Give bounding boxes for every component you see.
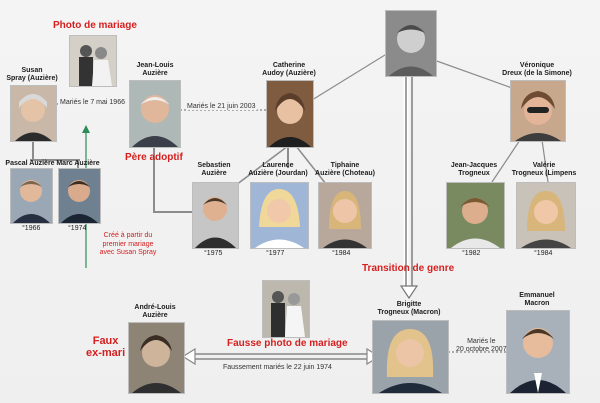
portrait-valerie [516, 182, 576, 249]
name-pascal: Pascal Auzière [5, 160, 55, 167]
year-sebastien: °1975 [204, 250, 223, 257]
annotation-transition: Transition de genre [362, 263, 455, 274]
wedding-photo [69, 35, 117, 87]
portrait-child-boy [385, 10, 437, 77]
annotation-photo-mariage: Photo de mariage [53, 20, 137, 31]
portrait-veronique [510, 80, 566, 142]
year-laurence: °1977 [266, 250, 285, 257]
year-pascal: °1966 [22, 225, 41, 232]
portrait-tiphaine [318, 182, 372, 249]
portrait-marc [58, 168, 101, 224]
year-tiphaine: °1984 [332, 250, 351, 257]
portrait-sebastien [192, 182, 239, 249]
year-jean-jacques: °1982 [462, 250, 481, 257]
portrait-jean-louis [129, 80, 181, 148]
wedding-photo-fake [262, 280, 310, 338]
portrait-laurence [250, 182, 309, 249]
annotation-pere-adoptif: Père adoptif [125, 152, 183, 163]
note-married-2003: Mariés le 21 juin 2003 [186, 103, 257, 110]
name-marc: Marc Auzière [56, 160, 100, 167]
portrait-pascal [10, 168, 53, 224]
note-married-1966: Mariés le 7 mai 1966 [59, 99, 126, 106]
portrait-catherine [266, 80, 314, 148]
portrait-jean-jacques [446, 182, 505, 249]
annotation-fausse-photo: Fausse photo de mariage [227, 338, 348, 349]
note-fake-married-1974: Faussement mariés le 22 juin 1974 [223, 364, 332, 371]
year-marc: °1974 [68, 225, 87, 232]
portrait-brigitte [372, 320, 449, 394]
year-valerie: °1984 [534, 250, 553, 257]
portrait-emmanuel [506, 310, 570, 394]
portrait-susan [10, 85, 57, 142]
portrait-andre-louis [128, 322, 185, 394]
